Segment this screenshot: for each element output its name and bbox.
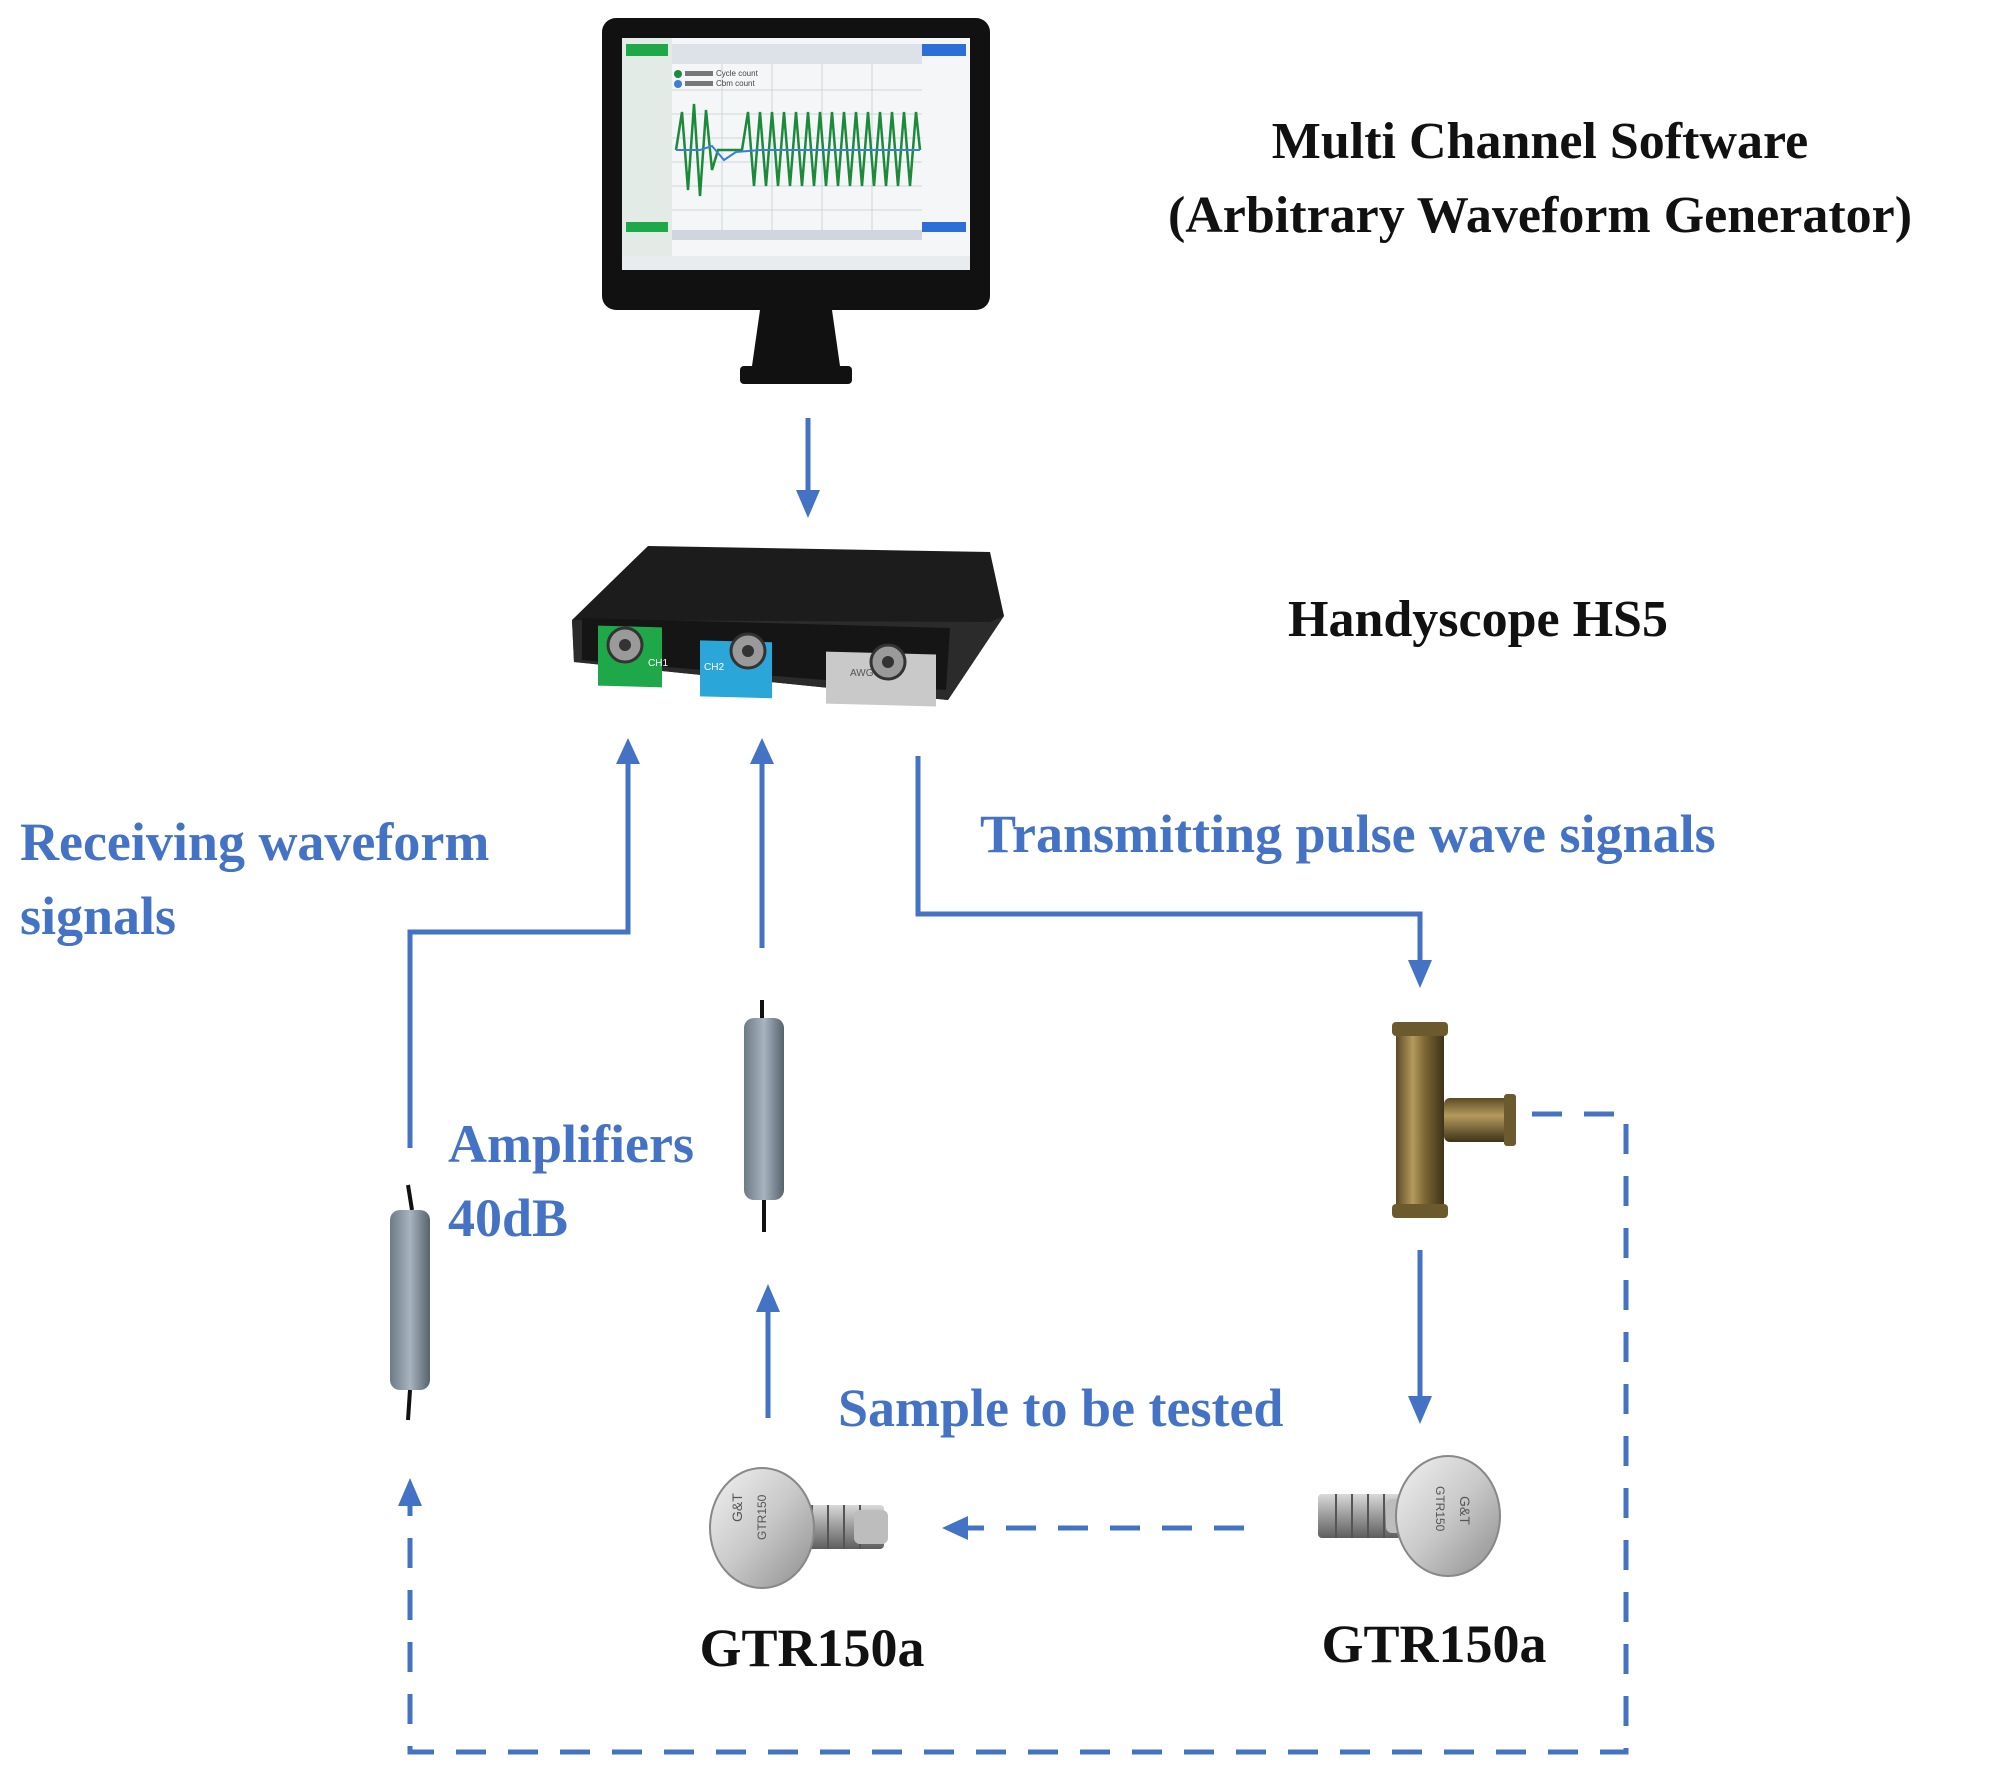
sensor-right-model-marking: GTR150 [1433,1486,1447,1532]
screen-waveform-blue [676,144,920,162]
receiving-label-line1: Receiving waveform [20,812,489,872]
sensor-left-label: GTR150a [699,1618,924,1678]
monitor-icon [602,18,990,384]
arrow-receive-left [407,762,631,1148]
dashed-paths [398,1111,1629,1755]
acoustic-sensor-icon: G&T GTR150 [1318,1455,1501,1577]
receiving-label-line2: signals [20,886,176,946]
scope-awg-marking: AWG [850,668,874,679]
sensor-right-brand-marking: G&T [1457,1496,1473,1525]
scope-ch2-marking: CH2 [704,662,724,673]
software-title: Multi Channel Software [1272,113,1808,170]
amplifier-icon [390,1184,430,1421]
tee-connector-icon [1392,1022,1516,1218]
flow-arrows [407,418,1432,1424]
dashed-loop-reference [407,1111,1629,1755]
software-subtitle: (Arbitrary Waveform Generator) [1168,187,1912,244]
amplifiers-label-line2: 40dB [448,1188,568,1248]
arrow-transmit [915,756,1423,962]
scope-ch1-marking: CH1 [648,658,668,669]
sensor-left-brand-marking: G&T [729,1493,745,1522]
amplifiers-label-line1: Amplifiers [448,1114,694,1174]
sample-label: Sample to be tested [838,1378,1283,1438]
scope-name-label: Handyscope HS5 [1288,591,1668,648]
sensor-left-model-marking: GTR150 [755,1494,769,1540]
amplifier-icon [744,1000,784,1232]
screen-legend-2: Cbm count [716,79,755,88]
transmitting-label: Transmitting pulse wave signals [980,804,1716,864]
sensor-right-label: GTR150a [1321,1614,1546,1674]
oscilloscope-icon: CH1 CH2 AWG [572,546,1004,707]
acoustic-sensor-icon: G&T GTR150 [709,1467,888,1589]
screen-legend-1: Cycle count [716,69,759,78]
screen-waveform-green [674,103,922,197]
